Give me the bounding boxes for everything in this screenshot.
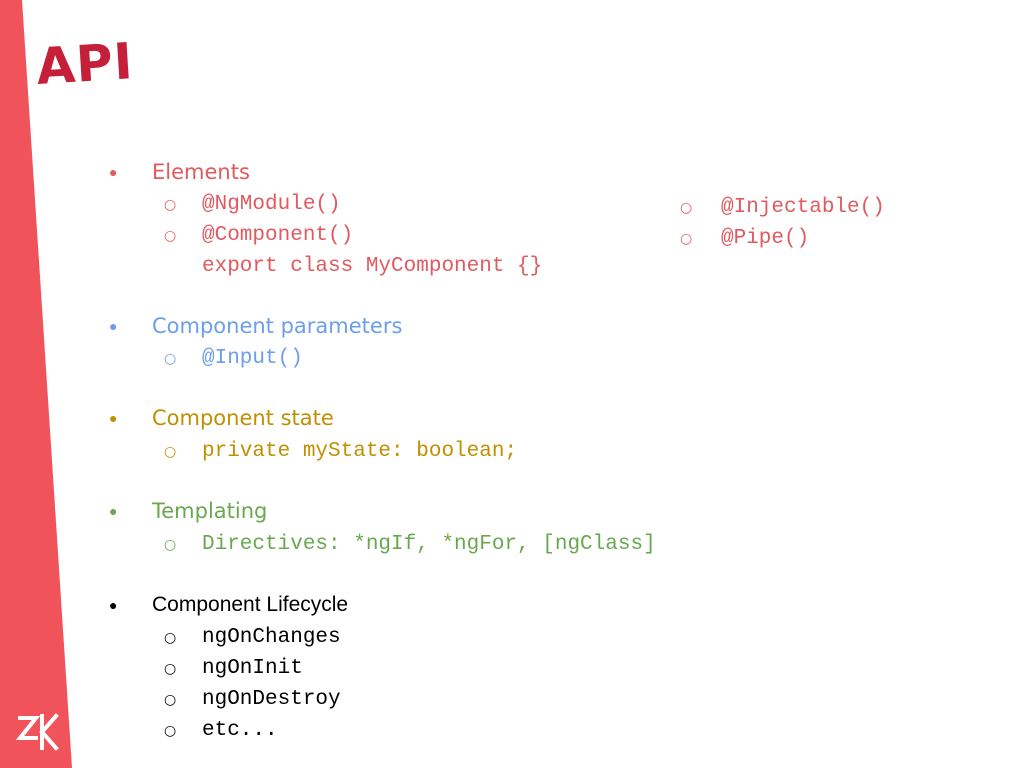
slide-title: API <box>34 32 136 96</box>
code-text: @Pipe() <box>721 227 810 250</box>
sub-bullet: ○ <box>680 200 693 216</box>
code-text: ngOnInit <box>202 657 303 680</box>
code-text: @Injectable() <box>721 196 885 219</box>
bullet-lifecycle: ● <box>109 597 118 613</box>
section-elements-label: Elements <box>152 160 250 184</box>
bullet-elements: ● <box>109 164 118 180</box>
sub-bullet: ○ <box>164 537 177 553</box>
bullet-params: ● <box>109 318 118 334</box>
section-params-label: Component parameters <box>152 314 403 338</box>
sub-bullet: ○ <box>164 630 177 646</box>
sub-bullet: ○ <box>164 197 177 213</box>
sub-bullet: ○ <box>164 444 177 460</box>
sidebar-band <box>0 0 72 768</box>
code-text: @Input() <box>202 347 303 370</box>
brand-logo-icon <box>15 713 59 751</box>
code-text: @Component() <box>202 224 354 247</box>
code-text: ngOnDestroy <box>202 688 341 711</box>
sub-bullet: ○ <box>164 661 177 677</box>
section-lifecycle-label: Component Lifecycle <box>152 593 349 616</box>
code-text: Directives: *ngIf, *ngFor, [ngClass] <box>202 533 656 556</box>
sub-bullet: ○ <box>680 231 693 247</box>
section-state-label: Component state <box>152 406 334 430</box>
sub-bullet: ○ <box>164 228 177 244</box>
sub-bullet: ○ <box>164 723 177 739</box>
bullet-state: ● <box>109 410 118 426</box>
code-text: @NgModule() <box>202 193 341 216</box>
code-text: ngOnChanges <box>202 626 341 649</box>
code-text: export class MyComponent {} <box>202 255 543 278</box>
code-text: private myState: boolean; <box>202 440 518 463</box>
section-templating-label: Templating <box>152 499 268 523</box>
bullet-templating: ● <box>109 503 118 519</box>
sub-bullet: ○ <box>164 692 177 708</box>
sidebar-band-shape <box>0 0 72 768</box>
code-text: etc... <box>202 719 278 742</box>
sub-bullet: ○ <box>164 351 177 367</box>
